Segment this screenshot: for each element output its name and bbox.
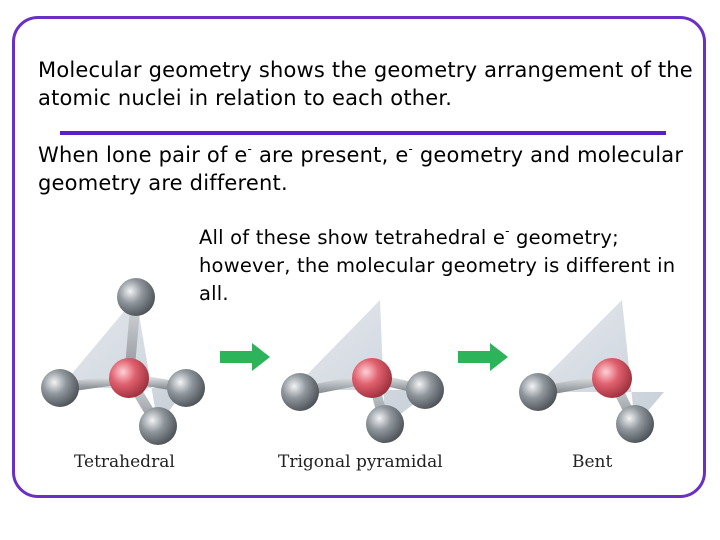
caption-tetrahedral: Tetrahedral [74, 452, 175, 472]
lone-pair-text-part2: are present, e [252, 143, 409, 167]
outer-atom [139, 407, 177, 445]
trigonal-pyramidal-molecule [281, 300, 444, 443]
right-arrow-icon [220, 343, 270, 371]
bent-molecule [519, 300, 664, 443]
outer-atom [616, 405, 654, 443]
electron-superscript: - [408, 142, 414, 156]
tetrahedral-note-part1: All of these show tetrahedral e [199, 226, 506, 249]
tetrahedron-face [530, 300, 664, 426]
lone-pair-text-part1: When lone pair of e [38, 143, 248, 167]
definition-text: Molecular geometry shows the geometry ar… [38, 58, 693, 110]
outer-atom [366, 405, 404, 443]
outer-atom [167, 369, 205, 407]
right-arrow-icon [458, 343, 508, 371]
electron-superscript: - [247, 142, 253, 156]
outer-atom [406, 371, 444, 409]
lone-pair-text: When lone pair of e- are present, e- geo… [38, 141, 698, 197]
central-atom [109, 358, 149, 398]
tetrahedral-note-text: All of these show tetrahedral e- geometr… [199, 224, 699, 308]
electron-superscript: - [505, 224, 510, 238]
outer-atom [41, 369, 79, 407]
slide-frame [12, 16, 706, 498]
outer-atom [281, 373, 319, 411]
tetrahedral-note-part2: geometry; however, the molecular geometr… [199, 226, 676, 305]
caption-bent: Bent [572, 452, 613, 472]
central-atom [352, 358, 392, 398]
lone-pair-text-part3: geometry and molecular geometry are diff… [38, 143, 684, 195]
central-atom [592, 358, 632, 398]
caption-trigonal-pyramidal: Trigonal pyramidal [278, 452, 443, 472]
tetrahedral-molecule [41, 278, 205, 445]
divider-line [60, 131, 666, 135]
outer-atom [519, 373, 557, 411]
outer-atom [117, 278, 155, 316]
